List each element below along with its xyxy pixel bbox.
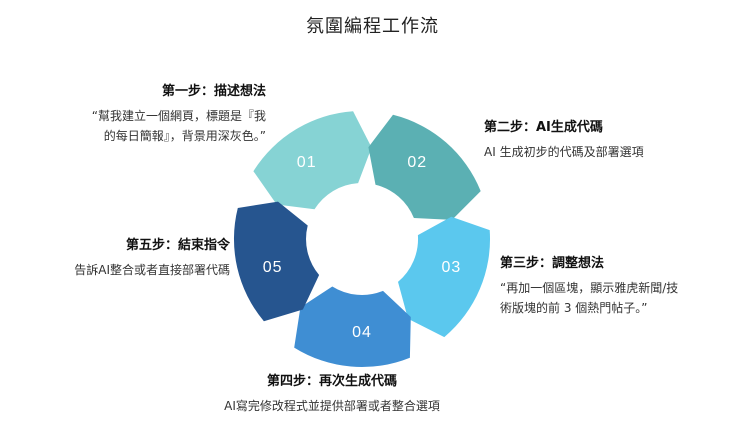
segment-05 (233, 201, 320, 322)
segment-label-02: 02 (407, 154, 427, 171)
step-1-text: 第一步：描述想法 “幫我建立一個網頁，標題是『我 的每日簡報』，背景用深灰色。” (20, 82, 266, 146)
segment-02 (368, 114, 481, 220)
step-2-text: 第二步：AI生成代碼 AI 生成初步的代碼及部署選項 (484, 118, 724, 162)
step-2-desc-line1: AI 生成初步的代碼及部署選項 (484, 145, 644, 159)
diagram-title: 氛圍編程工作流 (306, 16, 439, 37)
step-5-desc-line1: 告訴AI整合或者直接部署代碼 (74, 263, 230, 277)
segment-01 (253, 111, 372, 210)
step-1-desc-line2: 的每日簡報』，背景用深灰色。” (103, 129, 266, 143)
step-5-text: 第五步：結束指令 告訴AI整合或者直接部署代碼 (20, 236, 230, 280)
segment-03 (398, 216, 491, 338)
segment-04 (294, 286, 411, 368)
step-3-heading: 第三步：調整想法 (500, 256, 605, 271)
step-3-desc-line2: 術版塊的前 3 個熱門帖子。” (500, 301, 648, 315)
segment-label-05: 05 (263, 259, 283, 276)
step-1-desc-line1: “幫我建立一個網頁，標題是『我 (91, 109, 266, 123)
step-3-text: 第三步：調整想法 “再加一個區塊，顯示雅虎新聞/技 術版塊的前 3 個熱門帖子。… (500, 254, 740, 318)
segment-label-03: 03 (442, 259, 462, 276)
step-4-text: 第四步：再次生成代碼 AI寫完修改程式並提供部署或者整合選項 (172, 372, 492, 416)
segment-label-01: 01 (297, 154, 317, 171)
step-4-heading: 第四步：再次生成代碼 (266, 374, 397, 389)
step-4-desc-line1: AI寫完修改程式並提供部署或者整合選項 (224, 399, 440, 413)
segment-label-04: 04 (352, 324, 372, 341)
step-3-desc-line1: “再加一個區塊，顯示雅虎新聞/技 (500, 281, 679, 295)
step-1-heading: 第一步：描述想法 (161, 84, 266, 99)
step-2-heading: 第二步：AI生成代碼 (484, 120, 603, 135)
step-5-heading: 第五步：結束指令 (125, 238, 230, 253)
